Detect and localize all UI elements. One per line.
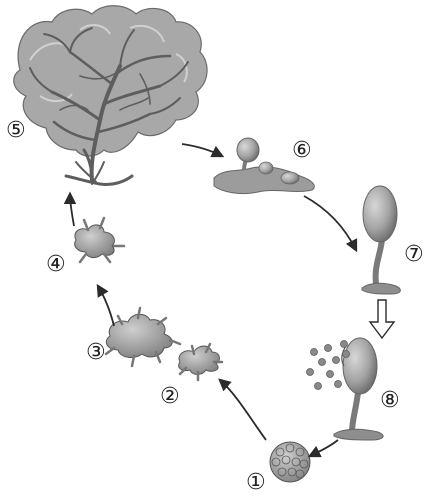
stage-label-8: ⑧: [380, 390, 400, 412]
stage-label-7: ⑦: [404, 244, 424, 266]
arrow-8-to-1: [310, 440, 338, 456]
arrow-3-to-4: [98, 286, 114, 326]
immature-sporangium-illustration: [362, 186, 400, 294]
stage-label-6: ⑥: [292, 140, 312, 162]
mature-sporangium-illustration: [307, 338, 384, 440]
stage-label-3: ③: [86, 342, 106, 364]
arrow-4-to-5: [70, 194, 74, 226]
amoeboid-cell-illustration: [179, 344, 222, 380]
multinucleate-cell-illustration: [106, 308, 180, 366]
arrow-7-to-8: [370, 300, 394, 338]
stage-label-4: ④: [46, 254, 66, 276]
plasmodium-illustration: [14, 6, 207, 185]
arrow-6-to-7: [304, 196, 356, 250]
cycle-arrows: [70, 144, 356, 456]
spore-illustration: [270, 442, 310, 482]
arrow-1-to-2: [220, 380, 266, 440]
stage-label-2: ②: [160, 386, 180, 408]
stage-label-1: ①: [246, 472, 266, 494]
arrow-5-to-6: [182, 144, 222, 156]
stage-label-5: ⑤: [6, 120, 26, 142]
young-plasmodium-illustration: [75, 218, 124, 262]
